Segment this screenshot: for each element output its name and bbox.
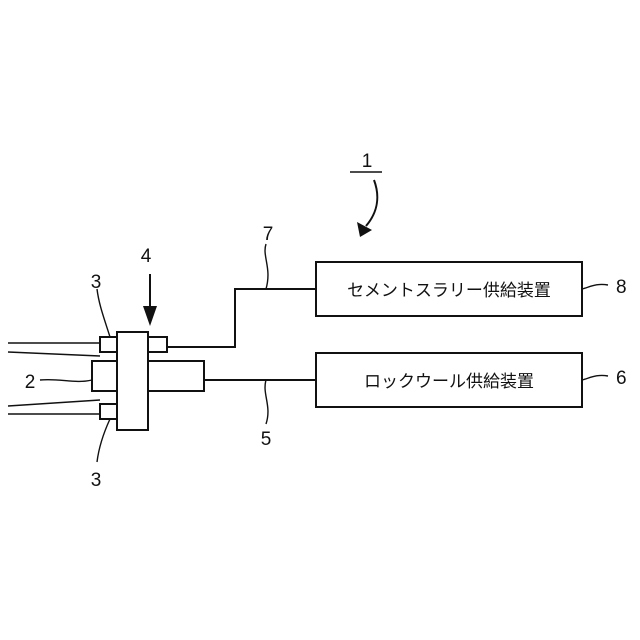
ref-6: 6 bbox=[616, 368, 627, 389]
rockwool-supply-label: ロックウール供給装置 bbox=[364, 372, 534, 392]
ref-7: 7 bbox=[263, 224, 274, 245]
arrow-1 bbox=[350, 172, 382, 237]
arrow-4 bbox=[143, 274, 157, 326]
ref-5: 5 bbox=[261, 429, 272, 450]
slurry-line bbox=[167, 289, 316, 347]
ref-4: 4 bbox=[141, 246, 152, 267]
ref-3-upper: 3 bbox=[91, 272, 102, 293]
ref-2: 2 bbox=[25, 372, 36, 393]
ref-3-lower: 3 bbox=[91, 470, 102, 491]
ref-8: 8 bbox=[616, 277, 627, 298]
mixing-head bbox=[117, 332, 148, 430]
cement-slurry-supply-label: セメントスラリー供給装置 bbox=[347, 281, 551, 301]
spray-lines bbox=[8, 343, 100, 414]
ref-1: 1 bbox=[362, 151, 373, 172]
nozzle-tip-upper-right bbox=[147, 337, 167, 352]
